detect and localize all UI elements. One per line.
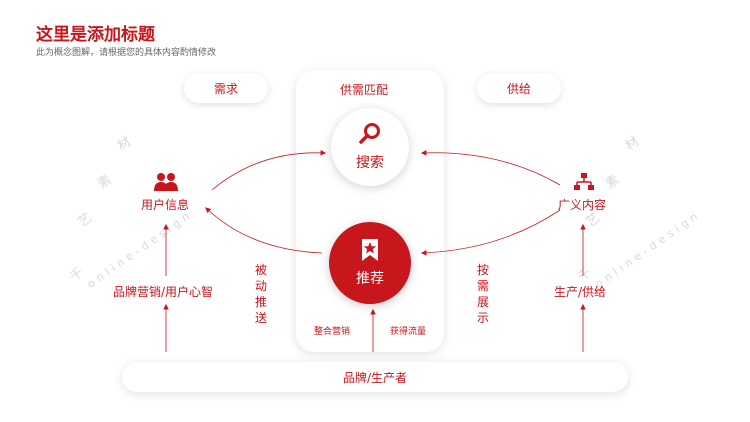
hierarchy-icon [574,172,594,196]
search-node: 搜索 [331,108,409,186]
arrow-recommend-to-user [205,207,323,254]
page-title: 这里是添加标题 [36,25,155,45]
demand-pill: 需求 [184,73,268,103]
brand-marketing-label: 品牌营销/用户心智 [113,285,214,299]
on-demand-display-label: 按 需 展 示 [476,262,490,326]
search-label: 搜索 [356,155,384,171]
star-bookmark-icon [360,238,380,266]
user-info-label: 用户信息 [141,198,190,212]
integrated-marketing-label: 整合营销 [314,327,351,337]
supply-pill: 供给 [477,73,561,103]
passive-push-char: 送 [254,311,267,325]
arrow-content-to-recommend [420,209,561,256]
on-demand-char: 示 [476,311,489,325]
match-label: 供需匹配 [340,83,389,97]
passive-push-label: 被 动 推 送 [254,262,268,326]
on-demand-char: 需 [476,279,489,293]
users-icon [153,172,179,196]
arrow-content-to-search [420,150,561,186]
content-label: 广义内容 [558,198,607,212]
recommend-node: 推荐 [329,222,411,304]
get-traffic-label: 获得流量 [390,327,427,337]
on-demand-char: 展 [476,295,489,309]
brand-producer-bar: 品牌/生产者 [122,362,628,392]
page-subtitle: 此为概念图解，请根据您的具体内容酌情修改 [36,48,217,58]
arrow-user-to-search [211,149,327,191]
recommend-label: 推荐 [356,271,384,287]
search-icon [358,122,382,150]
passive-push-char: 推 [254,295,267,309]
on-demand-char: 按 [476,263,489,277]
passive-push-char: 动 [254,279,267,293]
brand-producer-label: 品牌/生产者 [342,370,408,385]
production-supply-label: 生产/供给 [554,285,607,299]
passive-push-char: 被 [254,263,267,277]
